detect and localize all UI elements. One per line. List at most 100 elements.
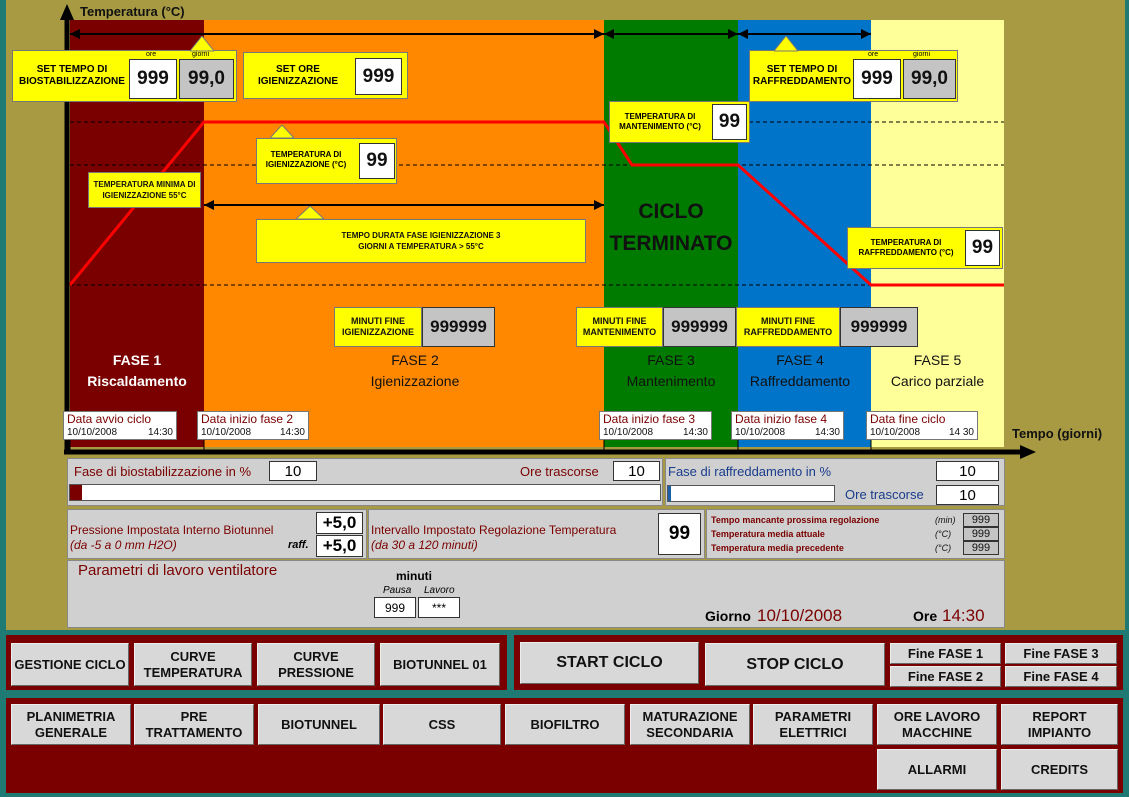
set-raff-label: SET TEMPO DI RAFFREDDAMENTO: [752, 64, 852, 87]
phase-3-number: FASE 3: [647, 352, 695, 368]
callout-pointer: [270, 125, 294, 139]
set-raff-giorni-value[interactable]: 99,0: [903, 59, 956, 99]
biotunnel-01-button[interactable]: BIOTUNNEL 01: [380, 643, 500, 686]
time-value: 14:30: [147, 427, 173, 438]
temp-mant-label: TEMPERATURA DI MANTENIMENTO (°C): [619, 112, 701, 131]
minuti-igien-value: 999999: [422, 307, 495, 347]
temp-igien-label: TEMPERATURA DI IGIENIZZAZIONE (°C): [265, 150, 347, 169]
maturazione-secondaria-button[interactable]: MATURAZIONE SECONDARIA: [630, 704, 750, 745]
time-value: 14:30: [279, 427, 305, 438]
biostab-ore-label: Ore trascorse: [520, 464, 599, 479]
minuti-raff-value: 999999: [840, 307, 918, 347]
time-value: 14:30: [814, 427, 840, 438]
report-impianto-button[interactable]: REPORT IMPIANTO: [1001, 704, 1118, 745]
lavoro-value[interactable]: ***: [418, 597, 460, 618]
credits-button[interactable]: CREDITS: [1001, 749, 1118, 790]
stat-row: Temperatura media precedente (°C) 999: [711, 541, 1001, 555]
fine-fase-2-button[interactable]: Fine FASE 2: [890, 666, 1001, 687]
biostab-label: Fase di biostabilizzazione in %: [74, 464, 252, 479]
biostab-progress-fill: [70, 485, 82, 500]
callout-pointer: [296, 206, 324, 220]
temp-mant-value[interactable]: 99: [712, 104, 747, 140]
pausa-value[interactable]: 999: [374, 597, 416, 618]
fine-fase-3-button[interactable]: Fine FASE 3: [1005, 643, 1117, 664]
pressione-raff-value[interactable]: +5,0: [316, 535, 363, 557]
time-value: 14:30: [682, 427, 708, 438]
minuti-raff-label: MINUTI FINE RAFFREDDAMENTO: [736, 307, 840, 347]
phase-2-number: FASE 2: [391, 352, 439, 368]
stop-ciclo-button[interactable]: STOP CICLO: [705, 643, 885, 686]
css-button[interactable]: CSS: [383, 704, 501, 745]
temp-raff-value[interactable]: 99: [965, 230, 1000, 266]
biotunnel-button[interactable]: BIOTUNNEL: [258, 704, 380, 745]
set-raff-ore-value[interactable]: 999: [853, 59, 901, 99]
parametri-elettrici-button[interactable]: PARAMETRI ELETTRICI: [753, 704, 873, 745]
minuti-igien-label: MINUTI FINE IGIENIZZAZIONE: [334, 307, 422, 347]
phase-4-name: Raffreddamento: [749, 373, 851, 389]
curve-pressione-button[interactable]: CURVE PRESSIONE: [257, 643, 375, 686]
date-title: Data avvio ciclo: [67, 412, 152, 426]
phase-1-number: FASE 1: [112, 352, 162, 368]
biostab-percent-value: 10: [269, 461, 317, 481]
temp-min-callout: TEMPERATURA MINIMA DI IGIENIZZAZIONE 55°…: [88, 172, 201, 208]
x-axis-label: Tempo (giorni): [1012, 426, 1103, 441]
biofiltro-button[interactable]: BIOFILTRO: [505, 704, 625, 745]
start-ciclo-button[interactable]: START CICLO: [520, 642, 699, 684]
intervallo-value[interactable]: 99: [658, 513, 701, 555]
callout-pointer: [774, 36, 798, 52]
phase-3-name: Mantenimento: [626, 373, 716, 389]
giorno-label: Giorno: [705, 608, 751, 624]
set-biostab-ore-value[interactable]: 999: [129, 59, 177, 99]
phase-2-title: FASE 2 Igienizzazione: [204, 350, 626, 392]
set-igien-label: SET ORE IGIENIZZAZIONE: [258, 64, 338, 87]
callout-pointer: [190, 36, 214, 52]
pressione-label: Pressione Impostata Interno Biotunnel: [70, 523, 274, 537]
date-title: Data inizio fase 4: [735, 412, 828, 426]
set-biostab-label: SET TEMPO DI BIOSTABILIZZAZIONE: [19, 64, 125, 87]
ciclo-status-line2: TERMINATO: [609, 232, 733, 255]
planimetria-generale-button[interactable]: PLANIMETRIA GENERALE: [11, 704, 131, 745]
temp-igien-value[interactable]: 99: [359, 143, 395, 179]
pressione-raff-label: raff.: [288, 539, 309, 551]
ciclo-status-line1: CICLO: [638, 200, 704, 223]
ore-label: ore: [146, 51, 157, 58]
ore-value: 14:30: [942, 606, 985, 625]
stats-panel: [706, 509, 1005, 559]
biostab-ore-value: 10: [613, 461, 660, 481]
pre-trattamento-button[interactable]: PRE TRATTAMENTO: [134, 704, 254, 745]
raff-percent-value: 10: [936, 461, 999, 481]
giorno-value: 10/10/2008: [757, 606, 843, 625]
giorni-label: giorni: [192, 51, 210, 58]
date-value: 10/10/2008: [67, 427, 118, 438]
intervallo-label: Intervallo Impostato Regolazione Tempera…: [371, 523, 617, 537]
y-axis-label: Temperatura (°C): [80, 4, 185, 19]
stat-unit: (min): [935, 515, 956, 525]
gestione-ciclo-button[interactable]: GESTIONE CICLO: [11, 643, 129, 686]
pressione-value[interactable]: +5,0: [316, 512, 363, 534]
durata-callout: TEMPO DURATA FASE IGIENIZZAZIONE 3 GIORN…: [256, 219, 586, 263]
curve-temperatura-button[interactable]: CURVE TEMPERATURA: [134, 643, 252, 686]
ore-lavoro-macchine-button[interactable]: ORE LAVORO MACCHINE: [877, 704, 997, 745]
ore-label: ore: [868, 51, 879, 58]
stat-row: Tempo mancante prossima regolazione (min…: [711, 513, 1001, 527]
fine-fase-1-button[interactable]: Fine FASE 1: [890, 643, 1001, 664]
stat-row: Temperatura media attuale (°C) 999: [711, 527, 1001, 541]
allarmi-button[interactable]: ALLARMI: [877, 749, 997, 790]
raff-ore-label: Ore trascorse: [845, 487, 924, 502]
phase-5-number: FASE 5: [913, 352, 962, 368]
phase-2-name: Igienizzazione: [370, 373, 460, 389]
fine-fase-4-button[interactable]: Fine FASE 4: [1005, 666, 1117, 687]
ventilatore-title: Parametri di lavoro ventilatore: [78, 562, 278, 579]
minuti-mant-value: 999999: [663, 307, 736, 347]
stat-label: Temperatura media attuale: [711, 529, 825, 539]
set-igien-value[interactable]: 999: [355, 58, 402, 95]
set-biostab-giorni-value[interactable]: 99,0: [179, 59, 234, 99]
phase-5-name: Carico parziale: [890, 373, 985, 389]
giorni-label: giorni: [913, 51, 931, 58]
pausa-label: Pausa: [383, 585, 412, 596]
biostab-progress-bar: [69, 484, 661, 501]
pressione-range: (da -5 a 0 mm H2O): [70, 538, 177, 552]
